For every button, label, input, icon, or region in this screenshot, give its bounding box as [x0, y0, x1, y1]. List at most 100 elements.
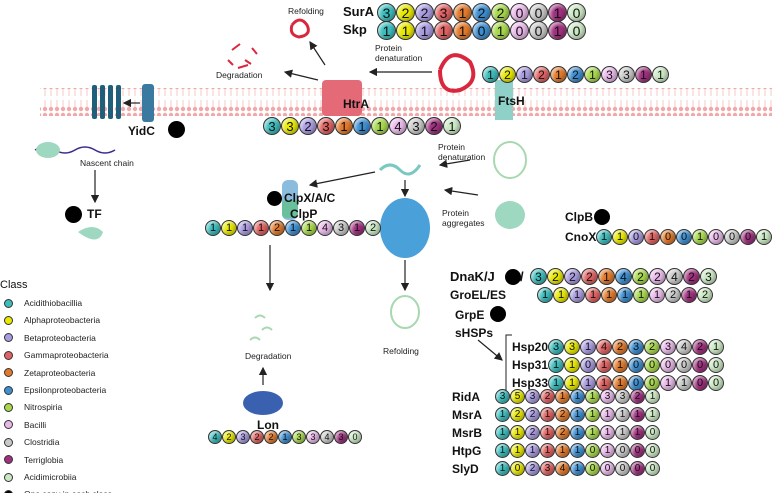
copy-number-circle: 1	[645, 407, 660, 422]
copy-number-circle: 2	[533, 66, 550, 83]
copy-number-circle: 0	[628, 357, 644, 373]
chaperonin-icon	[380, 198, 430, 258]
copy-number-circle: 1	[612, 357, 628, 373]
msra-label: MsrA	[452, 408, 483, 422]
copy-number-circle: 1	[615, 407, 630, 422]
copy-number-circle: 1	[756, 229, 772, 245]
refolding-bottom-label: Refolding	[383, 346, 419, 356]
copy-number-circle: 1	[349, 220, 365, 236]
copy-number-circle: 0	[529, 21, 548, 40]
copy-number-circle: 1	[617, 287, 633, 303]
copy-number-circle: 2	[567, 66, 584, 83]
copy-number-circle: 1	[630, 407, 645, 422]
legend-item: Terriglobia	[4, 455, 63, 465]
copy-number-circle: 0	[580, 357, 596, 373]
copy-number-circle: 2	[630, 389, 645, 404]
copy-number-circle: 0	[567, 3, 586, 22]
clpp-label: ClpP	[290, 207, 318, 221]
copy-number-circle: 1	[548, 21, 567, 40]
copy-number-circle: 3	[540, 461, 555, 476]
copy-number-circle: 0	[600, 461, 615, 476]
nascent-chain-label: Nascent chain	[80, 158, 134, 168]
copy-number-circle: 1	[495, 407, 510, 422]
copy-number-circle: 1	[570, 425, 585, 440]
copy-number-circle: 1	[570, 443, 585, 458]
copy-number-circle: 0	[472, 21, 491, 40]
misfolded-protein-icon	[438, 53, 476, 93]
copy-number-circle: 2	[269, 220, 285, 236]
copy-number-circle: 1	[585, 389, 600, 404]
copy-number-circle: 1	[540, 425, 555, 440]
copy-number-circle: 1	[644, 229, 660, 245]
msrb-label: MsrB	[452, 426, 483, 440]
copy-number-circle: 1	[495, 425, 510, 440]
dnak-label: DnaK/J	[450, 269, 495, 284]
copy-number-circle: 0	[615, 443, 630, 458]
htpg-label: HtpG	[452, 444, 482, 458]
copy-number-circle: 1	[415, 21, 434, 40]
copy-number-circle: 0	[644, 357, 660, 373]
legend-label: Nitrospiria	[24, 402, 63, 413]
legend-label: Clostridia	[24, 437, 60, 448]
copy-number-circle: 1	[585, 407, 600, 422]
copy-number-circle: 2	[425, 117, 443, 135]
copy-number-circle: 3	[292, 430, 306, 444]
protein-denaturation-mid-label: Protein denaturation	[438, 142, 486, 162]
copy-number-circle: 3	[700, 268, 717, 285]
copy-number-circle: 2	[222, 430, 236, 444]
copy-number-circle: 2	[555, 425, 570, 440]
tf-label: TF	[87, 207, 102, 221]
copy-number-circle: 1	[600, 443, 615, 458]
copy-number-circle: 1	[692, 229, 708, 245]
copy-number-circle: 2	[644, 339, 660, 355]
copy-number-circle: 1	[600, 407, 615, 422]
copy-number-circle: 4	[596, 339, 612, 355]
copy-number-circle: 2	[525, 407, 540, 422]
class-swatch-icon	[4, 420, 13, 430]
copy-number-circle: 1	[660, 375, 676, 391]
arrows	[90, 40, 503, 385]
copy-number-circle: 1	[585, 287, 601, 303]
lon-icon	[243, 391, 283, 415]
refolded-protein-bottom-icon	[390, 295, 420, 329]
copy-number-circle: 4	[615, 268, 632, 285]
ftsh-label: FtsH	[498, 94, 525, 108]
copy-number-circle: 4	[666, 268, 683, 285]
copy-number-circle: 1	[205, 220, 221, 236]
legend-item: Nitrospiria	[4, 402, 62, 412]
copy-number-circle: 1	[601, 287, 617, 303]
legend-label: Gammaproteobacteria	[24, 350, 109, 361]
protein-denaturation-top-label: Protein denaturation	[375, 43, 423, 63]
copy-number-circle: 0	[676, 357, 692, 373]
class-swatch-icon	[4, 402, 13, 412]
copy-number-circle: 1	[285, 220, 301, 236]
rida-label: RidA	[452, 390, 480, 404]
class-swatch-icon	[4, 315, 13, 325]
copy-number-circle: 0	[615, 461, 630, 476]
copy-number-circle: 2	[365, 220, 381, 236]
copy-number-circle: 2	[697, 287, 713, 303]
class-swatch-icon	[4, 333, 13, 343]
copy-number-circle: 0	[740, 229, 756, 245]
copy-number-circle: 1	[443, 117, 461, 135]
ftsh-icon	[495, 80, 513, 120]
legend-label: Acidithiobacillia	[24, 298, 83, 308]
copy-number-circle: 1	[555, 443, 570, 458]
copy-number-circle: 1	[555, 389, 570, 404]
copy-number-circle: 3	[548, 339, 564, 355]
copy-number-circle: 0	[510, 461, 525, 476]
hsp20-label: Hsp20	[512, 340, 549, 354]
copy-number-circle: 1	[495, 461, 510, 476]
copy-number-circle: 1	[652, 66, 669, 83]
denatured-protein-icon	[378, 163, 422, 176]
class-swatch-icon	[4, 472, 13, 482]
copy-number-circle: 1	[570, 407, 585, 422]
degradation-top-label: Degradation	[216, 70, 263, 80]
copy-number-circle: 0	[510, 21, 529, 40]
